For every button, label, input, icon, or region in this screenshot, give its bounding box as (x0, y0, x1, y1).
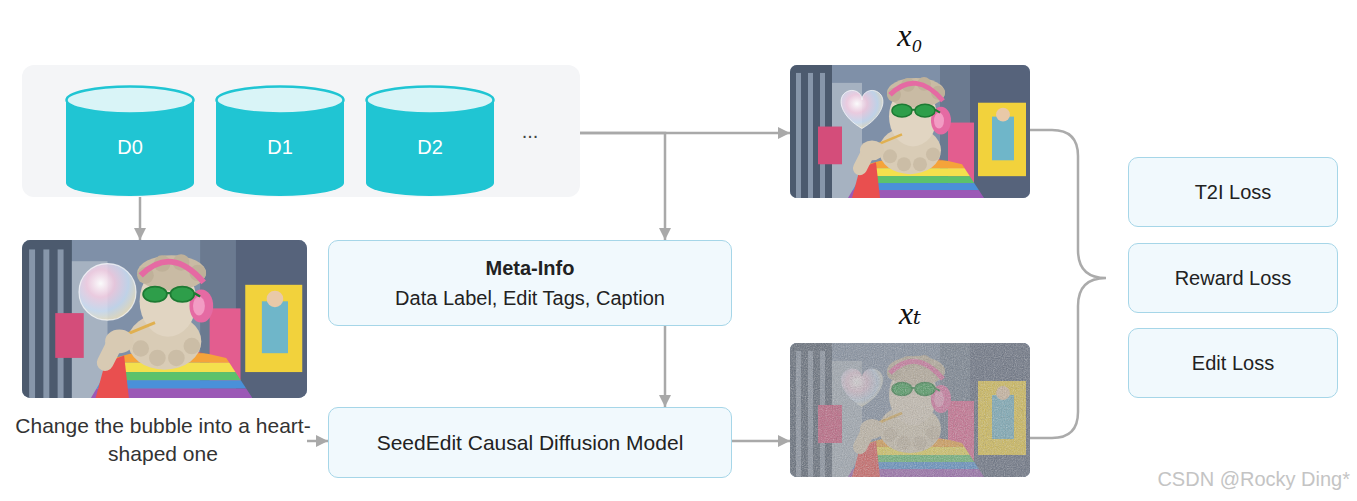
flow-arrow (307, 440, 328, 443)
loss-box: Reward Loss (1128, 243, 1338, 313)
dataset-name: D1 (215, 135, 345, 159)
target-image-frame: x₀ (790, 65, 1030, 198)
dataset-name: D2 (365, 135, 495, 159)
dataset-name: D0 (65, 135, 195, 159)
input-image-frame: Change the bubble into a heart-shaped on… (22, 240, 307, 398)
noisy-image-frame: xₜ (790, 343, 1030, 477)
dataset-cylinder: D0 (65, 85, 195, 197)
loss-box: T2I Loss (1128, 157, 1338, 227)
image-symbol: xₜ (790, 293, 1030, 333)
box-body: Data Label, Edit Tags, Caption (395, 283, 665, 313)
dataset-cylinder: D1 (215, 85, 345, 197)
box-title: Reward Loss (1175, 263, 1292, 293)
box-title: Meta-Info (486, 253, 575, 283)
flow-arrow (664, 326, 667, 407)
image-symbol: x₀ (790, 15, 1030, 55)
meta-info-box: Meta-InfoData Label, Edit Tags, Caption (328, 240, 732, 326)
more-marker: ... (510, 119, 550, 143)
box-title: T2I Loss (1195, 177, 1272, 207)
dataset-cylinder: D2 (365, 85, 495, 197)
watermark: CSDN @Rocky Ding* (1060, 466, 1350, 492)
box-title: Edit Loss (1192, 348, 1274, 378)
loss-box: Edit Loss (1128, 328, 1338, 398)
input-image (22, 240, 307, 398)
flow-arrow (580, 132, 790, 135)
merge-bracket (1030, 130, 1106, 438)
edit-instruction: Change the bubble into a heart-shaped on… (8, 412, 318, 468)
flow-arrow (580, 133, 665, 240)
noisy-image (790, 343, 1030, 477)
flow-arrow (732, 440, 790, 443)
dataset-panel: ... D0 D1 D2 (22, 65, 580, 197)
model-box: SeedEdit Causal Diffusion Model (328, 407, 732, 478)
target-image (790, 65, 1030, 198)
box-title: SeedEdit Causal Diffusion Model (377, 428, 684, 458)
flow-arrow (139, 197, 142, 240)
